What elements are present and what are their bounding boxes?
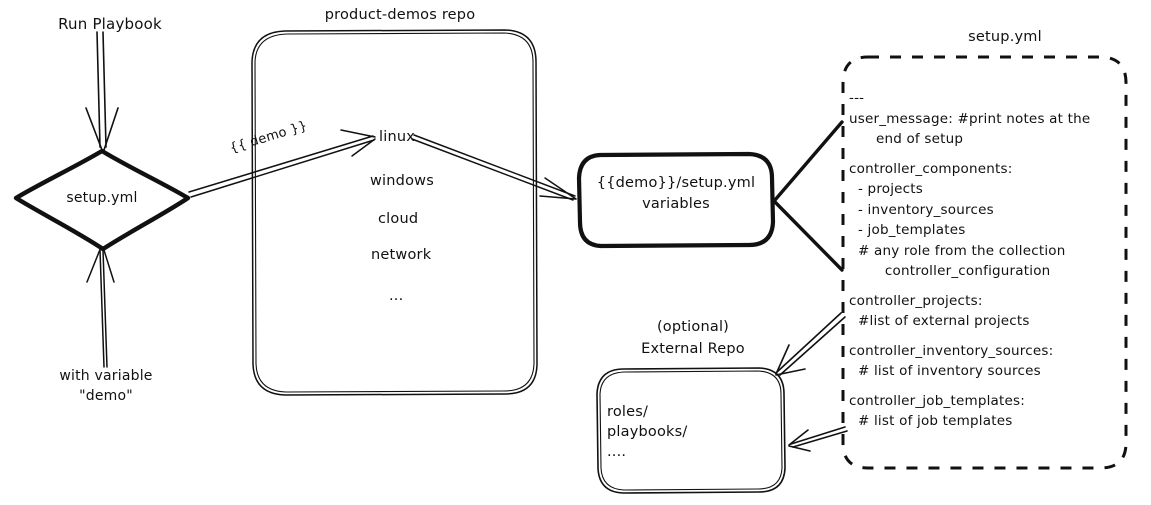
arrow-setupyml-to-external-repo-lower <box>788 426 848 452</box>
setup-yml-line: controller_inventory_sources: <box>849 342 1054 359</box>
setup-yml-line: end of setup <box>849 131 964 147</box>
arrow-linux-to-variables <box>411 134 577 201</box>
connector-variables-to-setupyml <box>773 120 844 272</box>
setup-yml-line: --- <box>849 90 865 106</box>
external-repo-title-line1: (optional) <box>656 319 730 335</box>
with-variable-label-line2: "demo" <box>79 388 133 404</box>
setup-yml-line: controller_job_templates: <box>849 392 1026 409</box>
setup-yml-line: - projects <box>849 181 924 197</box>
repo-item-ellipsis: ... <box>389 288 404 304</box>
variables-box-line1: {{demo}}/setup.yml <box>596 175 756 191</box>
setup-yml-line: controller_configuration <box>849 263 1051 279</box>
setup-yml-line: controller_projects: <box>849 292 983 309</box>
repo-item-linux: linux <box>379 129 416 145</box>
external-repo-item-playbooks: playbooks/ <box>607 424 688 440</box>
repo-item-network: network <box>371 247 432 263</box>
repo-item-cloud: cloud <box>378 211 419 227</box>
setup-yml-line: controller_components: <box>849 160 1013 177</box>
setup-yml-line: #list of external projects <box>849 313 1030 329</box>
setup-yml-line <box>849 152 1124 161</box>
setup-yml-content: --- user_message: #print notes at the end… <box>849 90 1124 434</box>
setup-yml-line <box>849 334 1124 343</box>
setup-yml-line: - job_templates <box>849 222 966 238</box>
external-repo-item-roles: roles/ <box>607 404 649 420</box>
setup-yml-line: # list of inventory sources <box>849 363 1041 379</box>
arrow-setupyml-to-external-repo-upper <box>775 312 846 376</box>
setup-yml-line <box>849 384 1124 393</box>
setup-yml-line: - inventory_sources <box>849 201 994 218</box>
setup-yml-line: user_message: #print notes at the <box>849 110 1091 127</box>
arrow-run-playbook-to-setup <box>85 31 119 151</box>
setup-yml-line: # list of job templates <box>849 413 1013 429</box>
arrow-with-variable-to-setup <box>86 246 115 368</box>
setup-yml-box-title: setup.yml <box>968 29 1042 45</box>
with-variable-label-line1: with variable <box>59 368 153 384</box>
external-repo-title-line2: External Repo <box>641 341 745 357</box>
product-demos-repo-title: product-demos repo <box>324 7 476 23</box>
external-repo-item-ellipsis: .... <box>607 444 627 460</box>
setup-yml-diamond-label: setup.yml <box>66 190 138 206</box>
repo-item-windows: windows <box>370 173 434 189</box>
demo-variable-edge-label: {{ demo }} <box>228 118 310 157</box>
setup-yml-line <box>849 284 1124 293</box>
setup-yml-line: # any role from the collection <box>849 242 1066 259</box>
run-playbook-label: Run Playbook <box>58 15 162 33</box>
variables-box-line2: variables <box>642 196 710 212</box>
